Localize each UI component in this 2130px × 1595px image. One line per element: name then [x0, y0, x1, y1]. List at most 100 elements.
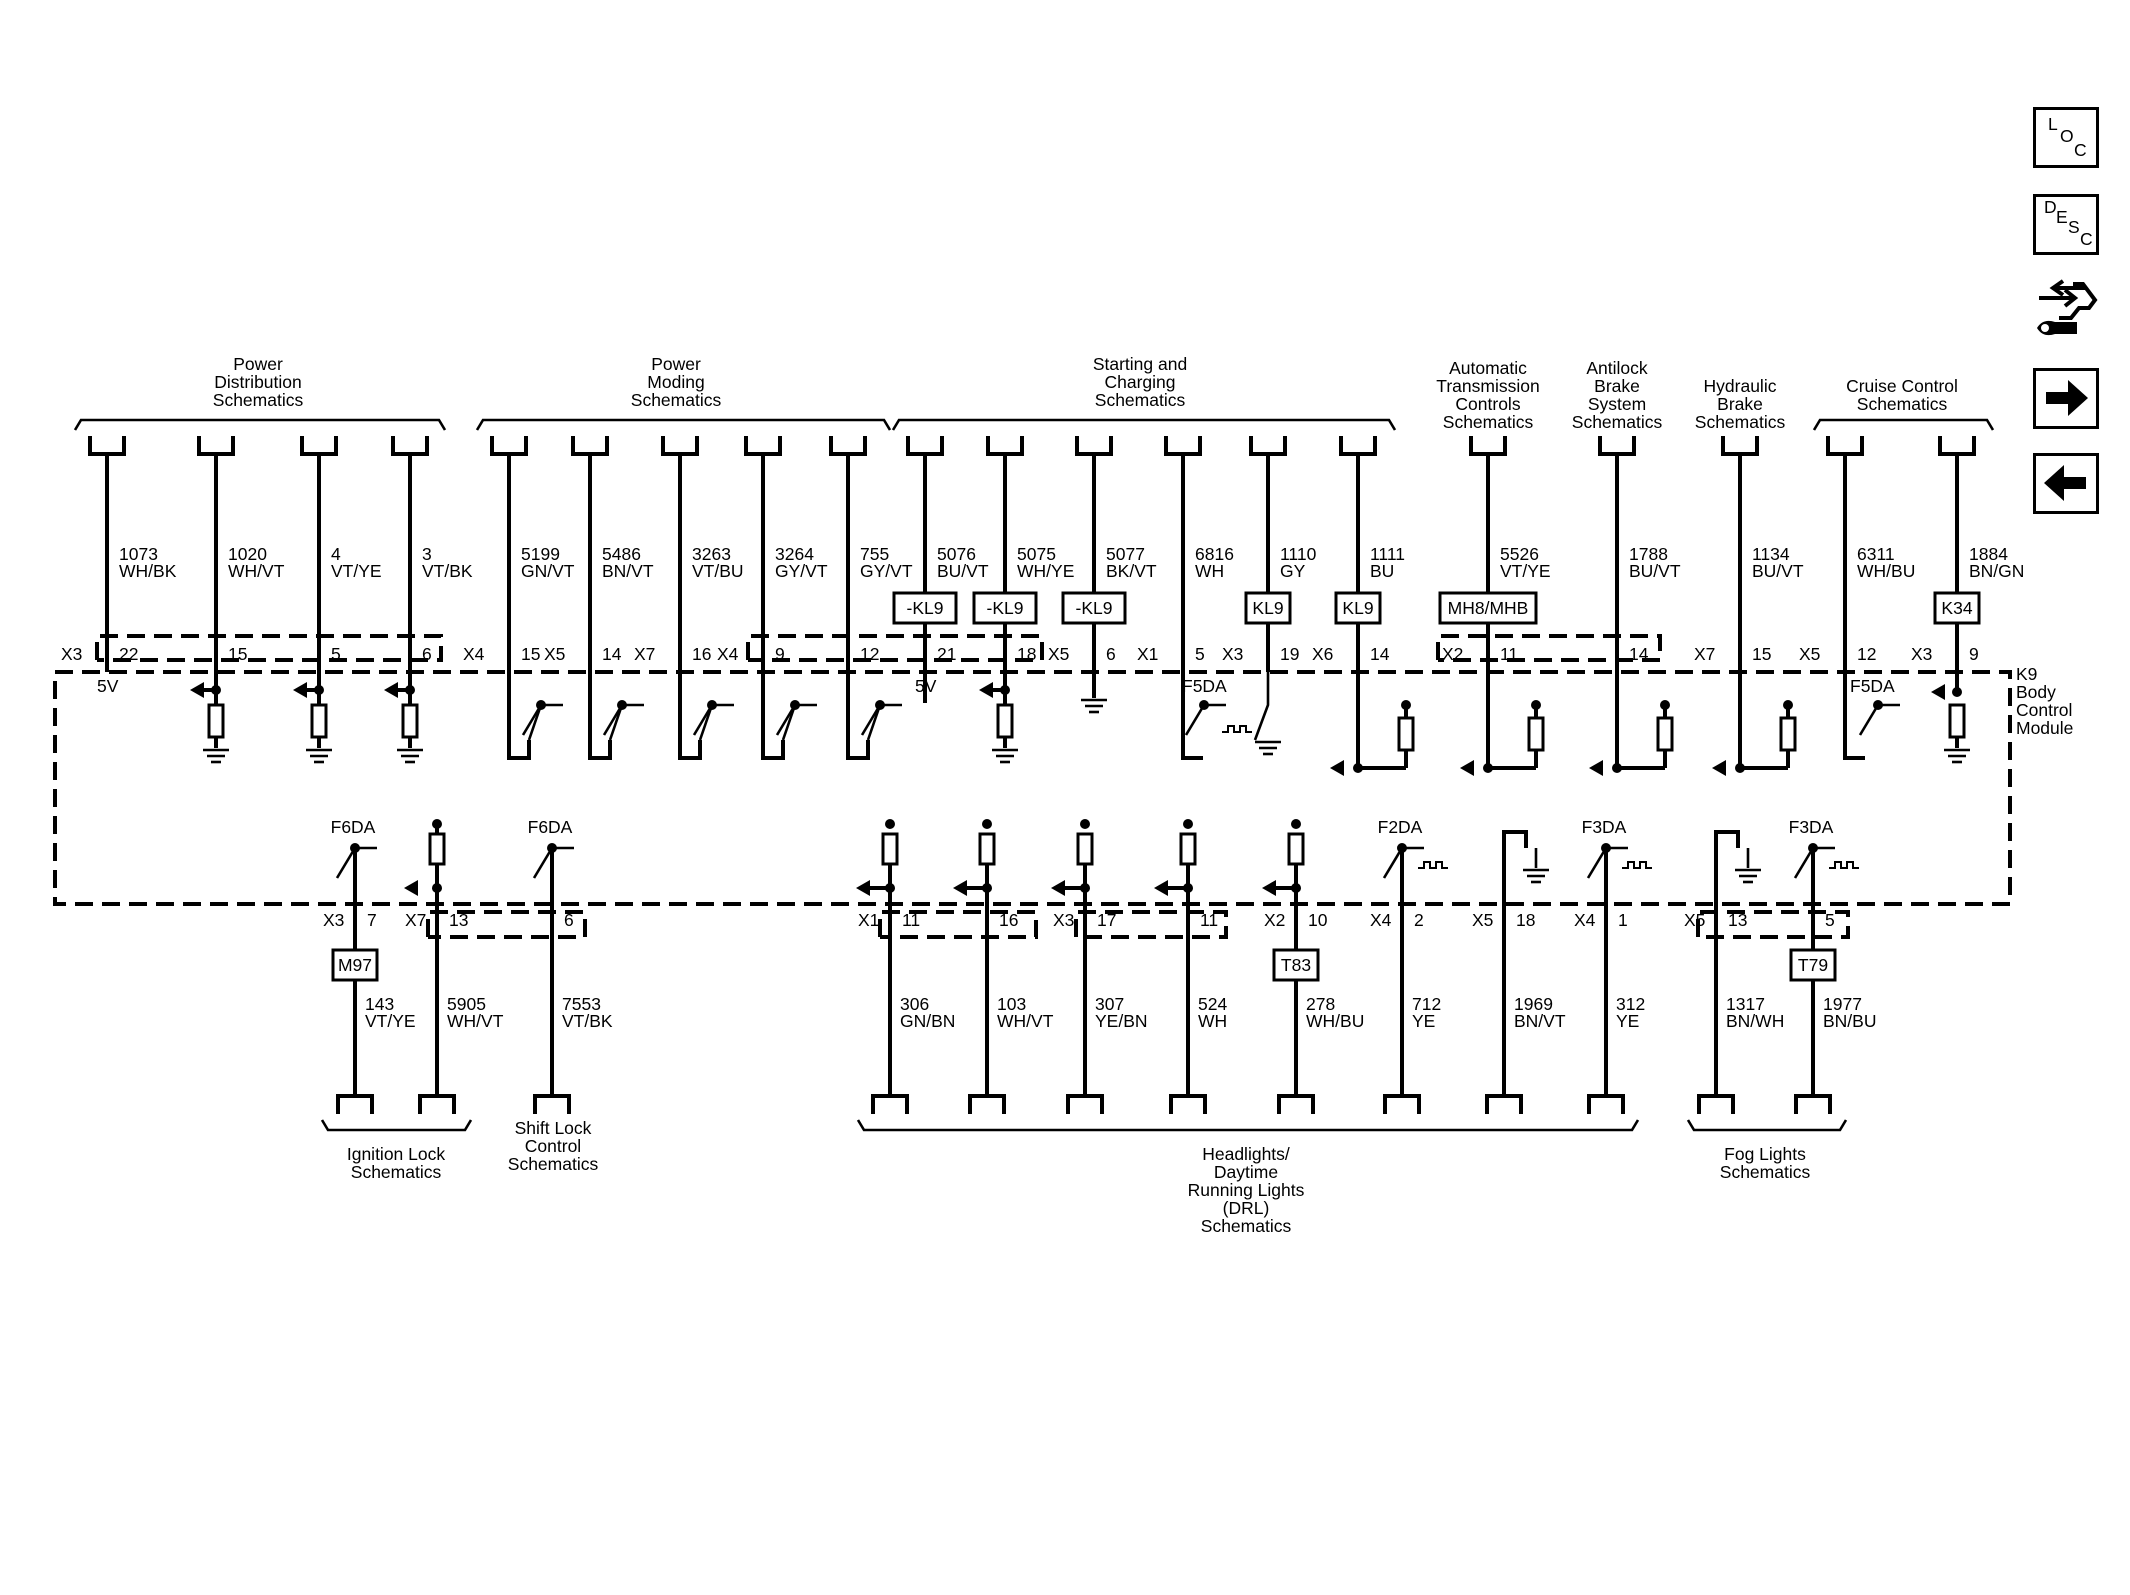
connector-id: X3 [323, 910, 344, 930]
resistor [1527, 716, 1545, 752]
junction-dot [1531, 700, 1541, 710]
connector-id: X5 [1684, 910, 1705, 930]
resistor [428, 832, 446, 866]
connector-terminal [197, 436, 235, 456]
connector-terminal [661, 436, 699, 456]
fuse-id: F2DA [1378, 817, 1423, 837]
junction-dot [885, 883, 895, 893]
junction-dot [982, 819, 992, 829]
junction-dot [1353, 763, 1363, 773]
arrow-icon [404, 880, 418, 896]
pin-number: 5 [331, 644, 341, 664]
pin-number: 19 [1280, 644, 1299, 664]
component-tag-label: T83 [1281, 955, 1311, 975]
junction-dot [1483, 763, 1493, 773]
group-label: System [1588, 394, 1646, 414]
wire-color: BN/GN [1969, 561, 2024, 581]
nav-letter: D [2044, 197, 2057, 217]
wire-color: WH/VT [228, 561, 285, 581]
connector-id: X4 [717, 644, 739, 664]
next-button[interactable] [2033, 368, 2099, 429]
fuse-id: F5DA [1182, 676, 1227, 696]
connector-terminal [871, 1094, 909, 1114]
connector-terminal [1794, 1094, 1832, 1114]
circuit-number: 524 [1198, 994, 1227, 1014]
switch [1586, 847, 1608, 879]
connector-terminal [1721, 436, 1759, 456]
circuit-number: 5905 [447, 994, 486, 1014]
group-label: Cruise Control [1846, 376, 1958, 396]
connector-terminal [300, 436, 338, 456]
group-label: Schematics [1443, 412, 1534, 432]
bracket [856, 1119, 1640, 1132]
wire-color: GY/VT [775, 561, 828, 581]
prev-button[interactable] [2033, 453, 2099, 514]
connector-id: X3 [1222, 644, 1243, 664]
wire-color: BK/VT [1106, 561, 1157, 581]
resistor [207, 703, 225, 739]
group-label: Automatic [1449, 358, 1527, 378]
arrow-icon [1460, 760, 1474, 776]
nav-letter: L [2048, 114, 2058, 134]
wire-path [761, 672, 785, 760]
group-label: Shift Lock [515, 1118, 592, 1138]
module-label: Control [2016, 700, 2072, 720]
pin-number: 1 [1618, 910, 1628, 930]
circuit-number: 712 [1412, 994, 1441, 1014]
circuit-number: 306 [900, 994, 929, 1014]
wire-color: VT/BK [422, 561, 473, 581]
wire-path [1843, 672, 1865, 760]
connector-id: X2 [1264, 910, 1285, 930]
pin-number: 9 [775, 644, 785, 664]
connector-terminal [1164, 436, 1202, 456]
group-label: Schematics [508, 1154, 599, 1174]
group-label: Brake [1594, 376, 1640, 396]
junction-dot [1291, 883, 1301, 893]
group-label: Running Lights [1188, 1180, 1305, 1200]
group-label: Headlights/ [1202, 1144, 1290, 1164]
pin-number: 11 [1200, 910, 1218, 930]
pin-number: 18 [1017, 644, 1036, 664]
circuit-number: 1111 [1370, 544, 1405, 564]
group-label: (DRL) [1223, 1198, 1270, 1218]
resistor [1948, 703, 1966, 739]
group-label: Controls [1455, 394, 1520, 414]
pin-number: 16 [692, 644, 711, 664]
circuit-number: 1969 [1514, 994, 1553, 1014]
connector-housing [95, 634, 443, 662]
component-tag [1334, 591, 1382, 625]
pin-number: 12 [1857, 644, 1876, 664]
tool-button[interactable] [2033, 278, 2099, 339]
circuit-number: 1317 [1726, 994, 1765, 1014]
fuse-id: F3DA [1582, 817, 1627, 837]
component-tag-label: -KL9 [1076, 598, 1113, 618]
circuit-number: 5077 [1106, 544, 1145, 564]
circuit-number: 278 [1306, 994, 1335, 1014]
connector-id: X7 [1694, 644, 1715, 664]
wire-color: WH/VT [447, 1011, 504, 1031]
resistor [1076, 832, 1094, 866]
connector-terminal [744, 436, 782, 456]
resistor [1179, 832, 1197, 866]
component-tag [1244, 591, 1292, 625]
wire-path [507, 672, 531, 760]
nav-letter: S [2068, 217, 2080, 237]
pulse-icon [1829, 861, 1859, 869]
arrow-icon [856, 880, 870, 896]
connector-id: X7 [634, 644, 655, 664]
wire-color: WH/BK [119, 561, 177, 581]
junction-dot [1783, 700, 1793, 710]
resistor [401, 703, 419, 739]
wire-color: YE [1412, 1011, 1435, 1031]
wire-color: VT/YE [1500, 561, 1551, 581]
wire-color: WH/YE [1017, 561, 1074, 581]
pulse-icon [1622, 861, 1652, 869]
connector-id: X3 [1911, 644, 1932, 664]
connector-housing [1696, 910, 1850, 939]
circuit-number: 5076 [937, 544, 976, 564]
group-label: Distribution [214, 372, 302, 392]
component-tag-label: KL9 [1252, 598, 1283, 618]
